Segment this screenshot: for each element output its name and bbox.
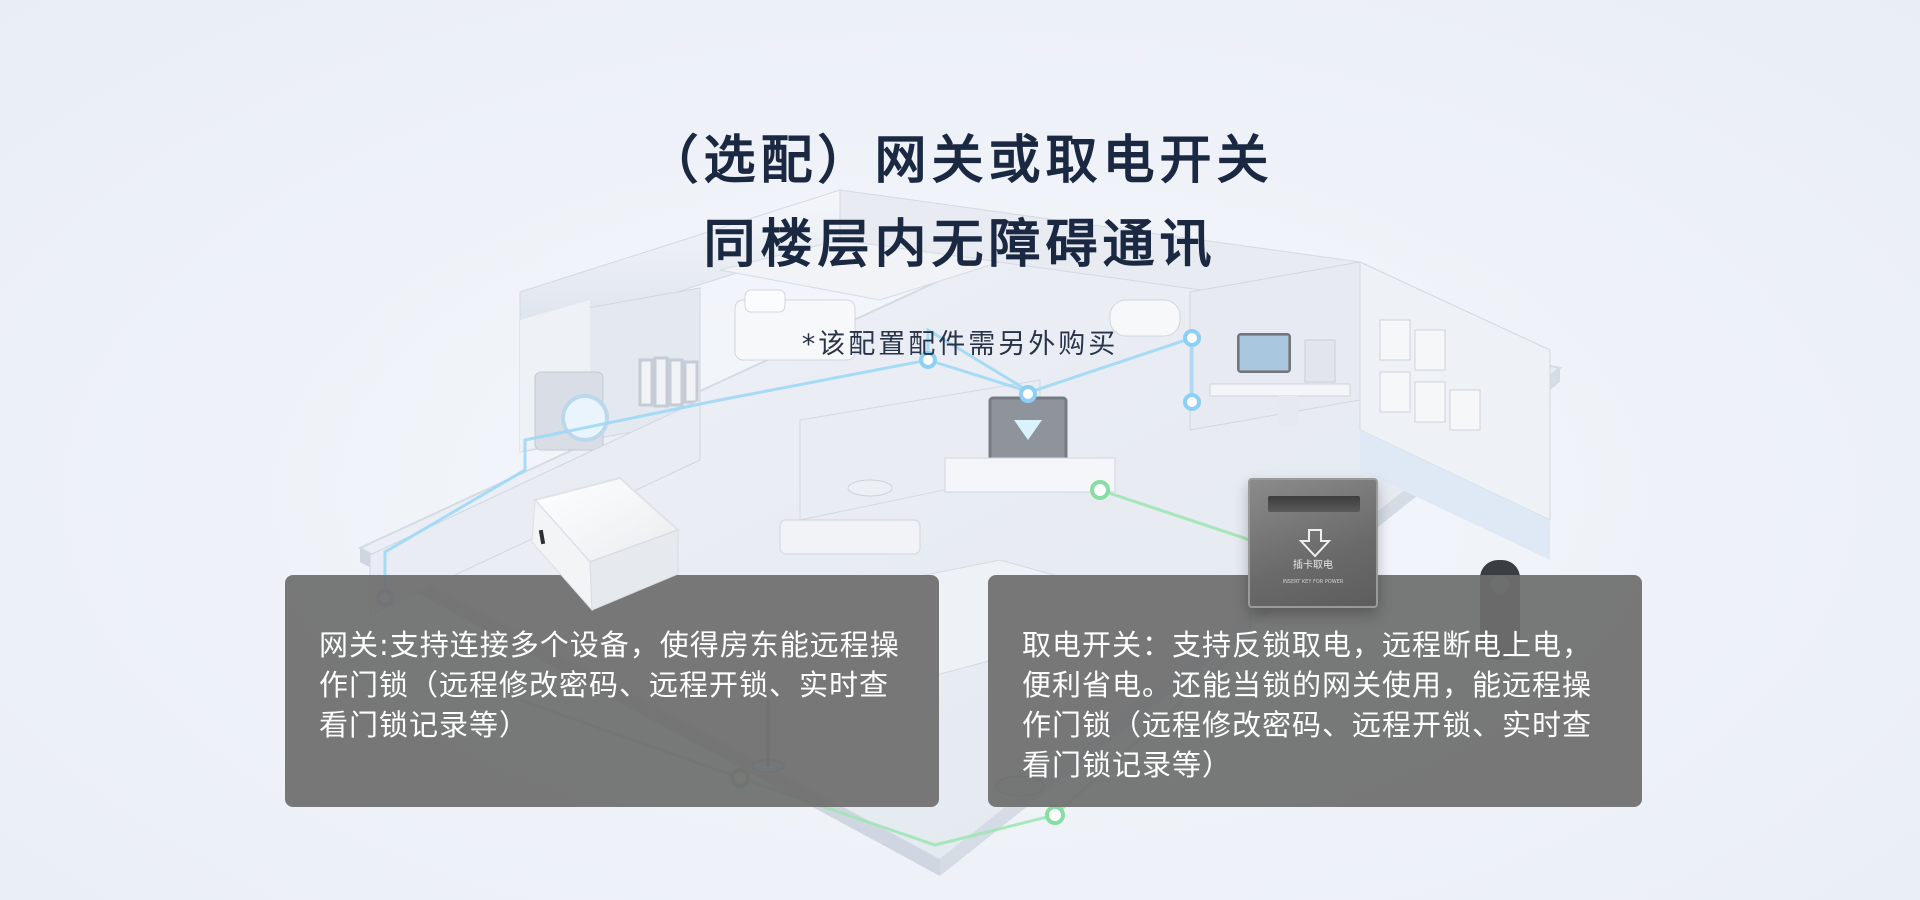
power-switch-info-card: 取电开关：支持反锁取电，远程断电上电，便利省电。还能当锁的网关使用，能远程操作门… — [988, 575, 1642, 807]
gateway-device-image — [531, 476, 680, 612]
link-line-blue-2 — [926, 327, 1031, 394]
gateway-info-text: 网关:支持连接多个设备，使得房东能远程操作门锁（远程修改密码、远程开锁、实时查看… — [319, 628, 900, 742]
down-arrow-icon — [1298, 529, 1332, 558]
switch-label-en: INSERT KEY FOR POWER — [1282, 579, 1344, 585]
card-slot — [1268, 496, 1360, 512]
purchase-note: *该配置配件需另外购买 — [801, 329, 1119, 360]
switch-label-cn: 插卡取电 — [1293, 560, 1333, 571]
link-line-blue — [383, 335, 1194, 598]
title-line-2: 同楼层内无障碍通讯 — [703, 215, 1217, 275]
title-line-1: （选配）网关或取电开关 — [646, 131, 1274, 191]
power-switch-device-image: 插卡取电 INSERT KEY FOR POWER — [1248, 478, 1378, 608]
power-switch-info-text: 取电开关：支持反锁取电，远程断电上电，便利省电。还能当锁的网关使用，能远程操作门… — [1022, 628, 1593, 782]
gateway-info-card: 网关:支持连接多个设备，使得房东能远程操作门锁（远程修改密码、远程开锁、实时查看… — [285, 575, 939, 807]
